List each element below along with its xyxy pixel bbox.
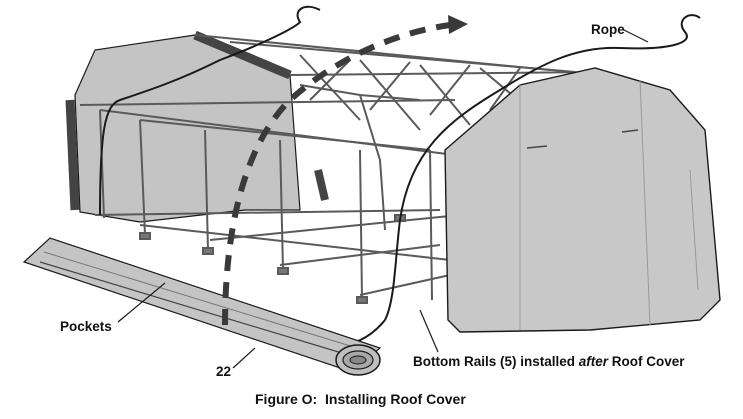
- dashed-arrow-icon: [222, 15, 468, 326]
- bottom-rails-label: Bottom Rails (5) installed after Roof Co…: [413, 354, 685, 369]
- left-end-cover: [65, 30, 329, 223]
- bottom-rails-leader: [419, 309, 439, 353]
- rope-leader: [623, 29, 649, 43]
- right-end-panel: [444, 67, 721, 333]
- pockets-label: Pockets: [60, 319, 112, 334]
- part-22-leader: [232, 347, 256, 369]
- figure-caption: Figure O: Installing Roof Cover: [255, 391, 466, 407]
- bottom-rails-emphasis: after: [579, 354, 609, 369]
- bottom-rails-suffix: Roof Cover: [608, 354, 685, 369]
- bottom-rails-prefix: Bottom Rails (5) installed: [413, 354, 579, 369]
- rope-label: Rope: [591, 22, 625, 37]
- frame: [79, 34, 601, 304]
- part-number-label: 22: [216, 364, 231, 379]
- pockets-leader: [117, 282, 166, 323]
- leader-lines: [117, 29, 649, 369]
- rolled-roof-cover: [22, 237, 382, 376]
